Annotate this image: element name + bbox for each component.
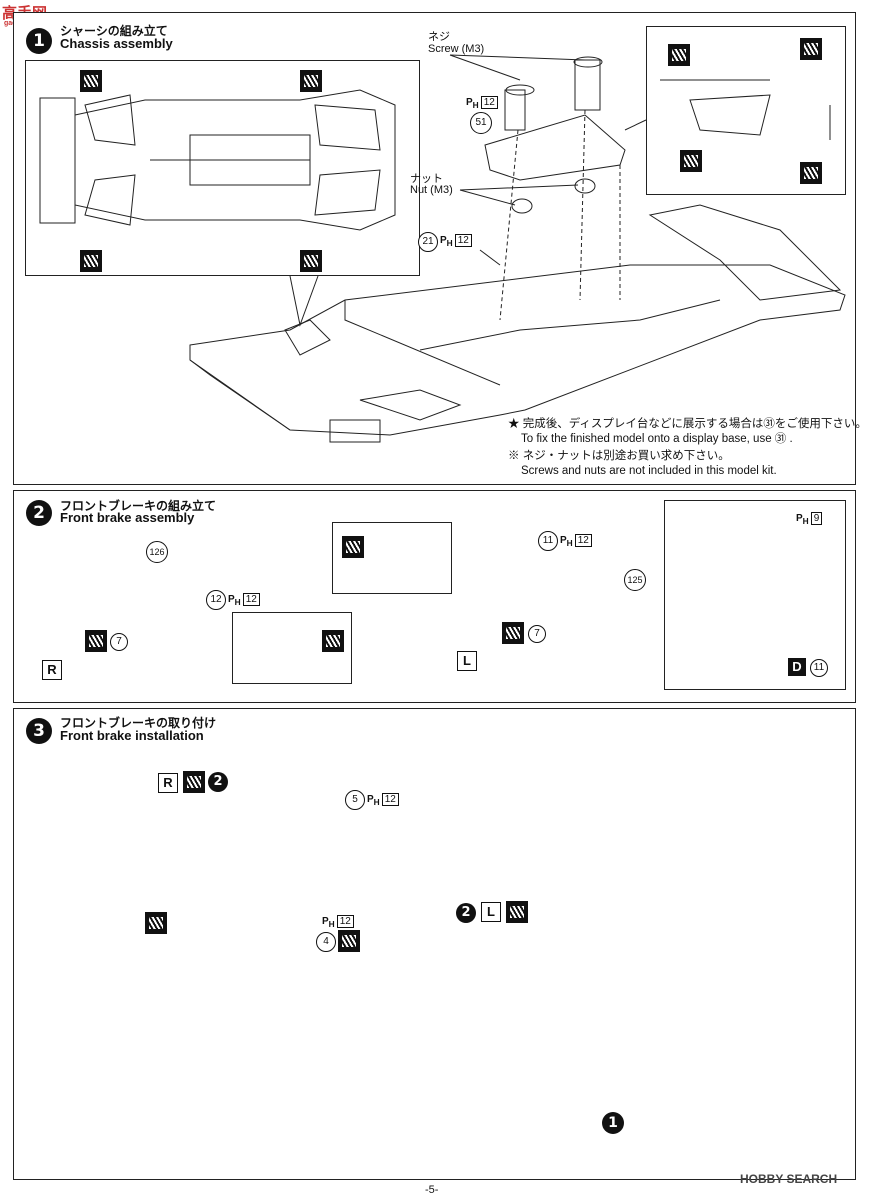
screw-label-jp: ネジ: [428, 31, 450, 43]
color-11-label: 11: [810, 659, 828, 677]
note-display-base-en: To fix the finished model onto a display…: [521, 433, 793, 445]
cement-icon: [145, 912, 167, 934]
cement-icon: [322, 630, 344, 652]
step3-ref-step2-r: 2: [208, 772, 228, 792]
page-number: -5-: [425, 1184, 439, 1196]
part-11-label: 11: [538, 531, 558, 551]
part-126-label: 126: [146, 541, 168, 563]
step1-title-jp: シャーシの組み立て: [60, 24, 168, 38]
cement-icon: [342, 536, 364, 558]
no-cement-icon: [85, 630, 107, 652]
cement-icon: [800, 38, 822, 60]
color-d-label: D: [788, 658, 806, 676]
part-4-label: 4: [316, 932, 336, 952]
note-screws-en: Screws and nuts are not included in this…: [521, 465, 777, 477]
cement-icon: [80, 250, 102, 272]
no-cement-icon: [502, 622, 524, 644]
step3-ref-step1: 1: [602, 1112, 624, 1134]
part-7-label-r: 7: [110, 633, 128, 651]
no-cement-icon: [506, 901, 528, 923]
brake-disc-detail-inset: [664, 500, 846, 690]
cement-icon: [300, 70, 322, 92]
cement-icon: [800, 162, 822, 184]
step2-title-en: Front brake assembly: [60, 510, 195, 525]
right-side-label: R: [42, 660, 62, 680]
nut-label-en: Nut (M3): [410, 184, 453, 196]
part-21-label: 21: [418, 232, 438, 252]
part-51-label: 51: [470, 112, 492, 134]
cement-icon: [680, 150, 702, 172]
step1-number-badge: 1: [26, 28, 52, 54]
note-display-base-jp: ★ 完成後、ディスプレイ台などに展示する場合は㉛をご使用下さい。: [508, 418, 867, 430]
keyed-part-inset-l: [332, 522, 452, 594]
step1-title-en: Chassis assembly: [60, 36, 173, 51]
part-12-label: 12: [206, 590, 226, 610]
cement-icon: [300, 250, 322, 272]
step3-title-jp: フロントブレーキの取り付け: [60, 716, 217, 730]
chassis-iso-outline: [189, 264, 846, 436]
part-125-label: 125: [624, 569, 646, 591]
step3-number-badge: 3: [26, 718, 52, 744]
chassis-top-outline: [74, 89, 396, 231]
cement-icon: [668, 44, 690, 66]
note-screws-jp: ※ ネジ・ナットは別途お買い求め下さい。: [508, 450, 730, 462]
step3-left-label: L: [481, 902, 501, 922]
no-cement-icon: [338, 930, 360, 952]
no-cement-icon: [183, 771, 205, 793]
step3-title-en: Front brake installation: [60, 728, 204, 743]
cement-icon: [80, 70, 102, 92]
hobby-search-watermark: HOBBY SEARCH: [740, 1172, 838, 1186]
step3-panel: [13, 708, 856, 1180]
part-7-label-l: 7: [528, 625, 546, 643]
step2-title-jp: フロントブレーキの組み立て: [60, 499, 217, 513]
nut-label-jp: ナット: [410, 173, 443, 185]
front-wing-shape: [39, 97, 76, 224]
part-5-label: 5: [345, 790, 365, 810]
step3-ref-step2-l: 2: [456, 903, 476, 923]
step3-right-label: R: [158, 773, 178, 793]
step2-number-badge: 2: [26, 500, 52, 526]
screw-label-en: Screw (M3): [428, 43, 485, 55]
left-side-label: L: [457, 651, 477, 671]
chassis-top-view-inset: [25, 60, 420, 276]
